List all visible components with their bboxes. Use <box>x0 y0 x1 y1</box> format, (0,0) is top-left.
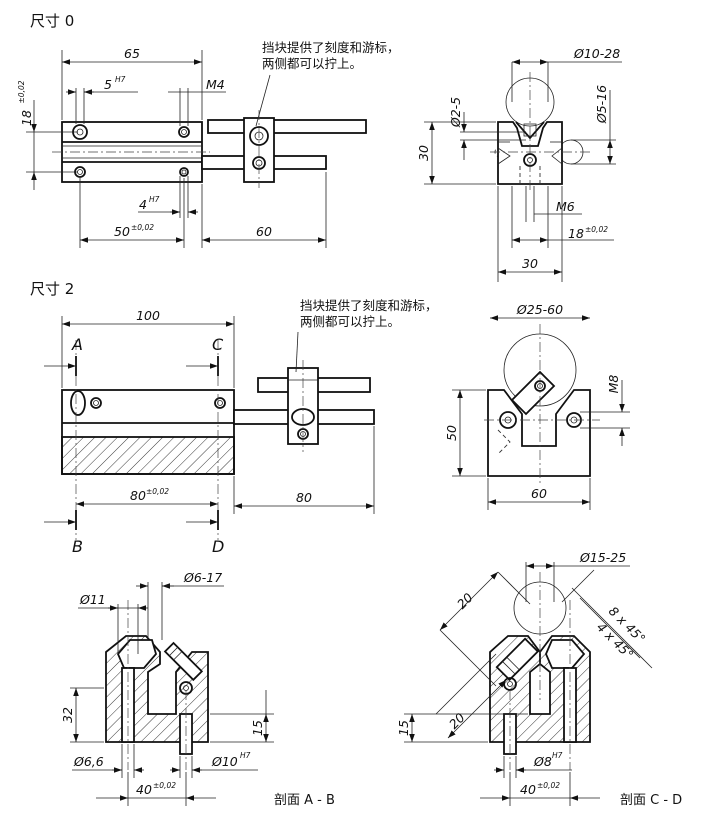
size2-dim-100: 100 <box>136 308 160 323</box>
size0-dim-65: 65 <box>124 46 140 61</box>
section-cd-dim-15: 15 <box>396 720 411 736</box>
section-cd-clamp <box>495 637 540 682</box>
section-cd-dim-20b: 20 <box>446 710 468 732</box>
size0-dim-phi5-16: Ø5-16 <box>594 85 609 124</box>
size0-note: 挡块提供了刻度和游标， 两侧都可以拧上。 <box>262 40 400 72</box>
section-label-B: B <box>72 537 83 556</box>
section-ab-dim-32: 32 <box>60 707 75 723</box>
size0-dim-60: 60 <box>256 224 272 239</box>
size0-dim-30-width: 30 <box>522 256 538 271</box>
size0-dim-18: 18 <box>19 110 34 126</box>
size0-dim-phi10-28: Ø10-28 <box>573 46 620 61</box>
size0-side-view: Ø10-28 Ø2-5 30 Ø5-16 M6 18 ±0,02 <box>416 46 622 282</box>
size0-dim-5: 5 <box>104 77 112 92</box>
size0-title: 尺寸 0 <box>30 12 75 30</box>
section-cd-dim-40-tol: ±0,02 <box>537 781 560 790</box>
size0-hole-right-bottom <box>179 167 189 177</box>
size2-side-view: Ø25-60 M8 50 60 <box>444 302 630 510</box>
size2-note-leader <box>295 331 299 373</box>
size0-dim-phi2-5: Ø2-5 <box>448 97 463 128</box>
section-label-C: C <box>212 335 224 354</box>
size2-dim-60: 60 <box>531 486 547 501</box>
size0-dim-18b: 18 <box>568 226 584 241</box>
section-cd-dim-phi15-25: Ø15-25 <box>579 550 626 565</box>
size2-dim-phi25-60: Ø25-60 <box>516 302 563 317</box>
size2-side-block <box>487 389 591 477</box>
size0-dim-5-tol: H7 <box>115 75 126 84</box>
size2-note: 挡块提供了刻度和游标， 两侧都可以拧上。 <box>300 298 438 330</box>
section-ab-dim-40-tol: ±0,02 <box>153 781 176 790</box>
size2-dim-80-tol: ±0,02 <box>146 487 169 496</box>
size2-note-line1: 挡块提供了刻度和游标， <box>300 298 438 313</box>
section-cd-dim-phi8: Ø8 <box>533 754 552 769</box>
section-ab-view: Ø6-17 Ø11 32 15 Ø6,6 Ø10 H7 <box>60 570 335 808</box>
section-ab-dim-phi6-17: Ø6-17 <box>183 570 222 585</box>
section-cd-dim-40: 40 <box>520 782 536 797</box>
section-label-A: A <box>71 335 83 354</box>
size0-front-view: 65 5 H7 M4 18 ±0,02 4 H7 50 ± <box>17 46 367 248</box>
section-cd-view: Ø15-25 20 8 x 45° 4 x 45° 15 20 Ø8 H7 <box>396 550 682 808</box>
size0-dim-50: 50 <box>114 224 130 239</box>
size0-note-line2: 两侧都可以拧上。 <box>262 56 363 71</box>
size2-block-section <box>61 436 235 475</box>
size0-dim-M4: M4 <box>206 77 225 92</box>
size2-title: 尺寸 2 <box>30 280 75 298</box>
size0-dim-4-tol: H7 <box>149 195 160 204</box>
size2-dim-M8: M8 <box>606 375 621 394</box>
size0-hole-right-top <box>178 126 190 138</box>
size0-rod-upper <box>207 119 367 134</box>
section-ab-dim-phi10: Ø10 <box>211 754 238 769</box>
size2-front-view: A C B D 100 80 ±0,02 80 <box>44 308 375 556</box>
size2-dim-80: 80 <box>130 488 146 503</box>
section-ab-dim-phi10-tol: H7 <box>240 751 251 760</box>
size0-dim-M6: M6 <box>556 199 575 214</box>
size2-dim-50: 50 <box>444 425 459 441</box>
size0-dim-18b-tol: ±0,02 <box>585 225 608 234</box>
size0-dim-30-height: 30 <box>416 145 431 161</box>
section-ab-dim-15: 15 <box>250 720 265 736</box>
section-cd-dim-phi8-tol: H7 <box>552 751 563 760</box>
section-ab-dim-phi6-6: Ø6,6 <box>73 754 104 769</box>
size2-note-line2: 两侧都可以拧上。 <box>300 314 401 329</box>
section-ab-dim-phi11: Ø11 <box>79 592 106 607</box>
section-cd-dim-20a: 20 <box>454 590 476 612</box>
size0-dim-50-tol: ±0,02 <box>131 223 154 232</box>
size0-dim-4: 4 <box>139 197 147 212</box>
size0-note-line1: 挡块提供了刻度和游标， <box>262 40 400 55</box>
section-ab-screw <box>163 641 204 682</box>
section-ab-dim-40: 40 <box>136 782 152 797</box>
section-cd-caption: 剖面 C - D <box>620 793 682 808</box>
section-ab-caption: 剖面 A - B <box>274 793 335 808</box>
size2-dim-80b: 80 <box>296 490 312 505</box>
section-label-D: D <box>212 537 224 556</box>
size0-note-leader <box>255 74 271 127</box>
size0-dim-18-tol: ±0,02 <box>17 80 26 103</box>
